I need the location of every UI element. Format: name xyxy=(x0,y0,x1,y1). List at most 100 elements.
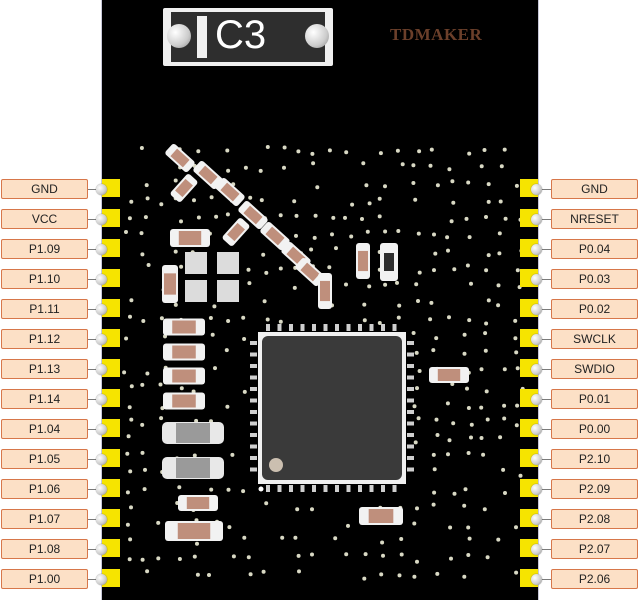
pin-marker-dot xyxy=(96,274,107,285)
via xyxy=(514,183,519,188)
smd-resistor-low-2-body xyxy=(177,523,211,539)
via xyxy=(207,573,211,577)
via xyxy=(243,165,248,170)
chip-pin xyxy=(250,387,257,391)
via xyxy=(479,367,484,372)
via xyxy=(484,268,489,273)
via xyxy=(413,440,418,445)
via xyxy=(145,569,150,574)
via xyxy=(449,556,453,561)
pin-leader-line xyxy=(88,549,102,550)
chip-pin xyxy=(250,456,257,460)
via xyxy=(248,572,253,577)
via xyxy=(502,367,507,372)
via xyxy=(431,348,436,353)
pin-label-right-12: P2.08 xyxy=(551,509,638,529)
via xyxy=(224,348,229,353)
via xyxy=(377,321,382,325)
pin-marker-dot xyxy=(96,424,107,435)
via xyxy=(294,233,298,238)
via xyxy=(143,467,147,472)
pin-leader-line xyxy=(538,279,551,280)
smd-resistor-diag-3 xyxy=(215,177,245,207)
via xyxy=(247,281,252,286)
via xyxy=(483,331,488,336)
via xyxy=(446,452,450,457)
pin-marker-dot xyxy=(531,394,542,405)
via xyxy=(377,196,382,201)
via xyxy=(467,536,472,541)
via xyxy=(311,161,316,166)
via xyxy=(194,418,199,423)
smd-resistor-angled xyxy=(222,218,250,246)
via xyxy=(242,535,247,540)
via xyxy=(416,416,421,421)
pin-leader-line xyxy=(88,489,102,490)
smd-resistor-diag-3-body xyxy=(220,182,240,202)
pin-label-right-7: SWDIO xyxy=(551,359,638,379)
crystal-pad-1 xyxy=(185,252,207,274)
via xyxy=(514,525,518,530)
capacitor-polarity-bar xyxy=(197,16,207,58)
chip-pin xyxy=(300,485,305,492)
via xyxy=(278,266,283,271)
via xyxy=(466,406,471,410)
smd-resistor-right-4-body xyxy=(368,509,394,523)
chip-pin xyxy=(407,444,414,449)
via xyxy=(179,219,183,224)
chip-pin xyxy=(250,398,257,403)
pad-left-1 xyxy=(102,179,120,197)
via xyxy=(449,219,454,224)
via xyxy=(127,216,132,221)
smd-resistor-low-1-body xyxy=(186,497,210,509)
via xyxy=(128,469,133,474)
via xyxy=(259,198,264,203)
pin-marker-dot xyxy=(96,184,107,195)
via xyxy=(265,317,270,322)
via xyxy=(514,570,519,575)
via xyxy=(497,251,502,256)
smd-resistor-col-3 xyxy=(163,367,205,385)
via xyxy=(333,536,338,541)
via xyxy=(479,405,484,410)
pad-left-4 xyxy=(102,269,120,287)
via xyxy=(503,216,508,221)
smd-resistor-left-1-body xyxy=(178,231,202,245)
chip-pin xyxy=(312,324,316,331)
via xyxy=(448,525,453,530)
chip-pin xyxy=(407,375,414,380)
via xyxy=(462,351,467,356)
via xyxy=(144,183,149,188)
via xyxy=(344,150,349,155)
pin-leader-line xyxy=(538,489,551,490)
via xyxy=(411,163,416,168)
via xyxy=(264,501,269,506)
pin-leader-line xyxy=(88,279,102,280)
via xyxy=(294,213,299,218)
via xyxy=(513,318,518,323)
via xyxy=(513,336,518,341)
smd-resistor-right-3 xyxy=(429,367,469,383)
pin-leader-line xyxy=(538,579,551,580)
pin-marker-dot xyxy=(96,394,107,405)
via xyxy=(362,318,367,323)
pin-leader-line xyxy=(88,429,102,430)
via xyxy=(482,507,487,512)
via xyxy=(246,267,251,272)
chip-pin xyxy=(407,352,414,357)
via xyxy=(362,576,367,581)
via xyxy=(173,249,178,254)
via xyxy=(452,491,457,496)
via xyxy=(241,315,246,320)
chip-body xyxy=(262,336,402,480)
chip-pin xyxy=(358,324,362,331)
via xyxy=(145,371,150,376)
via xyxy=(412,574,417,579)
via xyxy=(396,229,401,233)
via xyxy=(462,332,467,337)
via xyxy=(497,231,502,236)
pin-marker-dot xyxy=(531,274,542,285)
chip-pin xyxy=(392,485,397,492)
via xyxy=(383,282,388,287)
via xyxy=(416,299,420,303)
